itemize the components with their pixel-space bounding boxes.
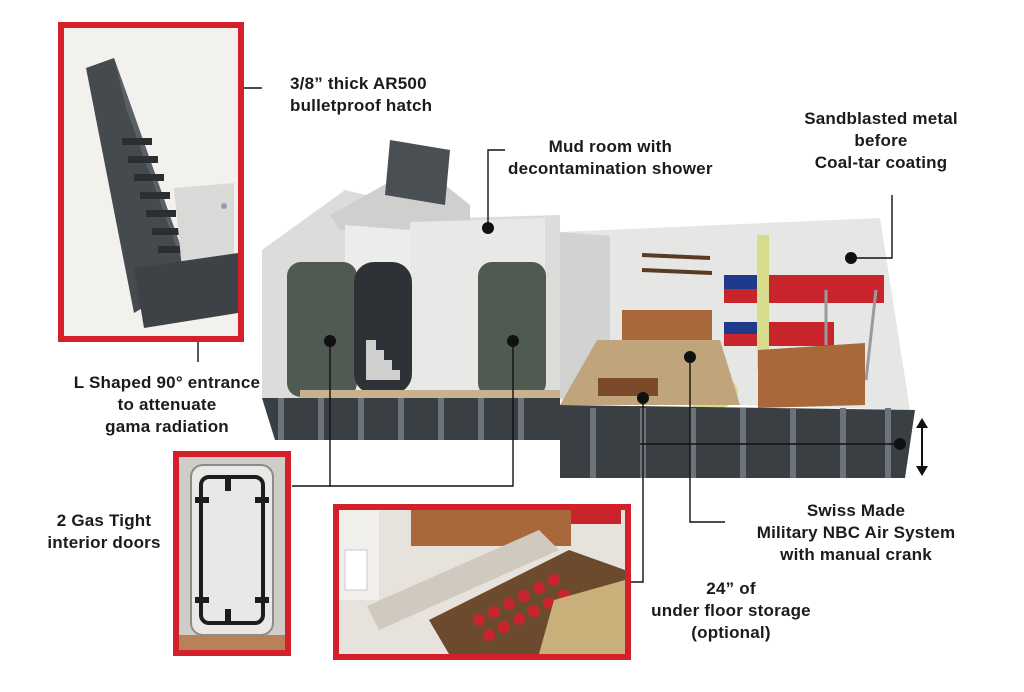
callout-storage-line-2: under floor storage xyxy=(651,601,811,620)
callout-storage: 24” of under floor storage (optional) xyxy=(641,578,821,644)
inset-hatch-stairs xyxy=(58,22,244,342)
door-illustration xyxy=(179,457,285,650)
inset-gas-tight-door xyxy=(173,451,291,656)
inset-underfloor-storage xyxy=(333,504,631,660)
callout-hatch: 3/8” thick AR500 bulletproof hatch xyxy=(290,73,432,117)
callout-air-line-1: Swiss Made xyxy=(806,501,906,520)
callout-entrance: L Shaped 90° entrance to attenuate gama … xyxy=(57,372,277,438)
callout-air-line-3: with manual crank xyxy=(780,545,932,564)
callout-mudroom-line-1: Mud room with xyxy=(548,137,673,156)
storage-illustration xyxy=(339,510,625,654)
callout-hatch-line-1: 3/8” thick AR500 xyxy=(290,74,427,93)
callout-storage-line-1: 24” of xyxy=(706,579,756,598)
callout-sandblast-line-3: Coal-tar coating xyxy=(814,153,948,172)
callout-doors-line-1: 2 Gas Tight xyxy=(56,511,152,530)
callout-air-line-2: Military NBC Air System xyxy=(756,523,956,542)
callout-storage-line-3: (optional) xyxy=(691,623,771,642)
callout-doors-line-2: interior doors xyxy=(47,533,161,552)
callout-sandblast-line-2: before xyxy=(854,131,908,150)
callout-hatch-line-2: bulletproof hatch xyxy=(290,96,433,115)
callout-mudroom: Mud room with decontamination shower xyxy=(508,136,713,180)
callout-doors: 2 Gas Tight interior doors xyxy=(38,510,170,554)
stairwell-illustration xyxy=(64,28,238,336)
callout-mudroom-line-2: decontamination shower xyxy=(508,159,713,178)
callout-sandblast: Sandblasted metal before Coal-tar coatin… xyxy=(790,108,972,174)
callout-entrance-line-3: gama radiation xyxy=(105,417,229,436)
callout-sandblast-line-1: Sandblasted metal xyxy=(804,109,958,128)
callout-air-system: Swiss Made Military NBC Air System with … xyxy=(740,500,972,566)
callout-entrance-line-1: L Shaped 90° entrance xyxy=(73,373,261,392)
callout-entrance-line-2: to attenuate xyxy=(117,395,217,414)
